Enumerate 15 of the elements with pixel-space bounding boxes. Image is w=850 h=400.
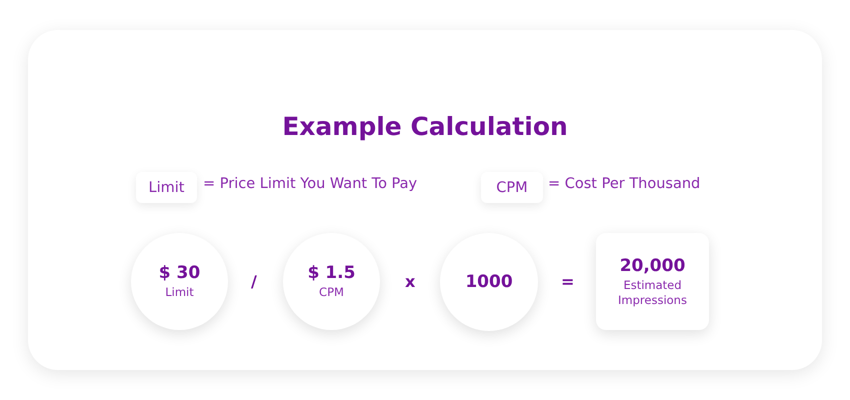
- term-text: CPM: [496, 180, 528, 196]
- term-text: Limit: [148, 180, 184, 196]
- definition-text: = Cost Per Thousand: [548, 176, 700, 192]
- definition-text: = Price Limit You Want To Pay: [203, 176, 418, 192]
- value-text: 20,000: [620, 256, 686, 276]
- value-text: $ 1.5: [308, 263, 356, 283]
- unit-text: Limit: [165, 285, 194, 300]
- value-text: $ 30: [158, 263, 200, 283]
- operator-text: /: [251, 272, 257, 291]
- unit-text: CPM: [319, 285, 344, 300]
- operator-text: x: [405, 272, 416, 291]
- operator-text: =: [561, 272, 574, 291]
- title-text: Example Calculation: [281, 112, 569, 141]
- unit-text: Estimated Impressions: [617, 278, 688, 308]
- value-text: 1000: [465, 272, 513, 292]
